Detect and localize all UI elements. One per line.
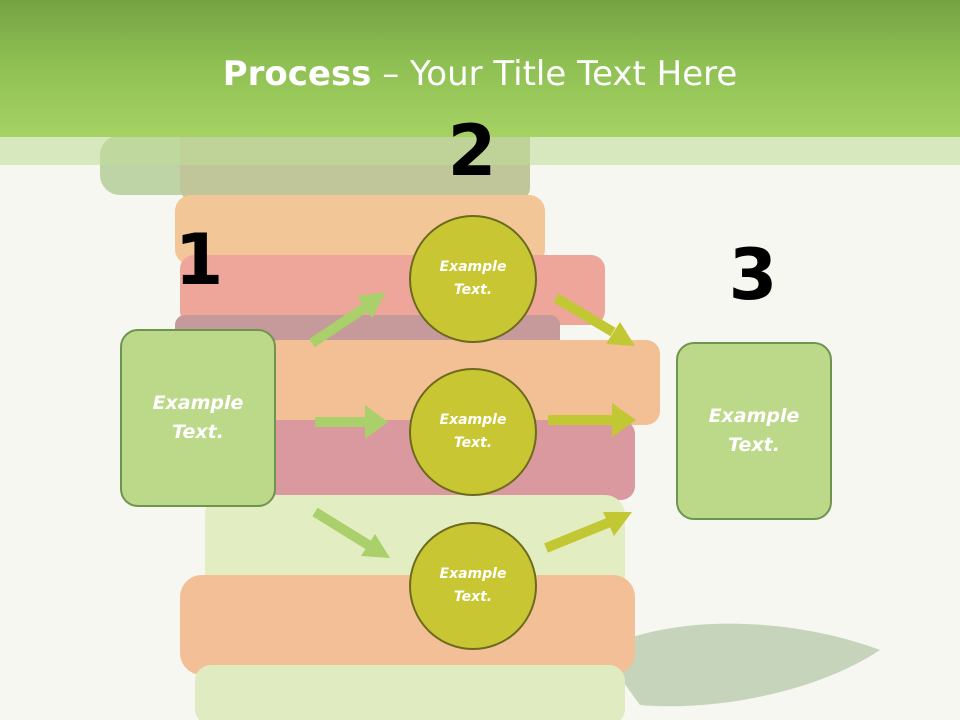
header-bar bbox=[0, 0, 960, 137]
step-number-3: 3 bbox=[728, 234, 778, 316]
arrow-from-circle-1 bbox=[553, 293, 635, 346]
step-number-2: 2 bbox=[447, 110, 497, 192]
arrow-to-circle-2 bbox=[315, 405, 388, 439]
header-band bbox=[0, 137, 960, 165]
step-1-box: Example Text. bbox=[120, 329, 276, 507]
step-2-circle-middle: Example Text. bbox=[409, 368, 537, 496]
arrow-from-circle-3 bbox=[544, 512, 632, 553]
step-2-circle-bottom: Example Text. bbox=[409, 522, 537, 650]
step-3-box: Example Text. bbox=[676, 342, 832, 520]
arrow-to-circle-3 bbox=[312, 507, 390, 558]
title-rest: – Your Title Text Here bbox=[371, 54, 738, 94]
arrow-from-circle-2 bbox=[548, 403, 636, 437]
step-2-circle-top: Example Text. bbox=[409, 215, 537, 343]
title-bold: Process bbox=[222, 54, 372, 94]
slide-title: Process – Your Title Text Here bbox=[0, 52, 960, 96]
arrow-to-circle-1 bbox=[309, 292, 386, 348]
step-number-1: 1 bbox=[174, 219, 224, 301]
